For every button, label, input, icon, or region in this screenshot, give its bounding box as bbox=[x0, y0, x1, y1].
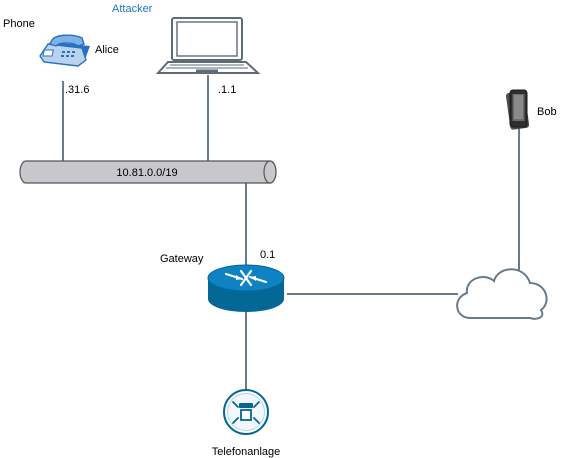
network-bus bbox=[19, 160, 277, 184]
attacker-title: Attacker bbox=[112, 3, 153, 15]
alice-label: Alice bbox=[95, 44, 119, 56]
bob-label: Bob bbox=[537, 106, 557, 118]
gateway-ip: 0.1 bbox=[260, 249, 276, 261]
laptop-icon bbox=[155, 17, 261, 74]
phone-title: Phone bbox=[3, 18, 35, 30]
pbx-icon bbox=[223, 389, 269, 435]
mobile-phone-icon bbox=[505, 89, 530, 130]
attacker-ip: .1.1 bbox=[218, 84, 237, 96]
cloud-icon bbox=[456, 268, 548, 320]
desk-phone-icon bbox=[39, 34, 90, 67]
pbx-label: Telefonanlage bbox=[211, 446, 281, 458]
gateway-label: Gateway bbox=[160, 253, 204, 265]
subnet-label: 10.81.0.0/19 bbox=[116, 167, 178, 179]
connections bbox=[62, 75, 520, 390]
alice-ip: .31.6 bbox=[65, 84, 90, 96]
router-icon bbox=[207, 264, 285, 312]
